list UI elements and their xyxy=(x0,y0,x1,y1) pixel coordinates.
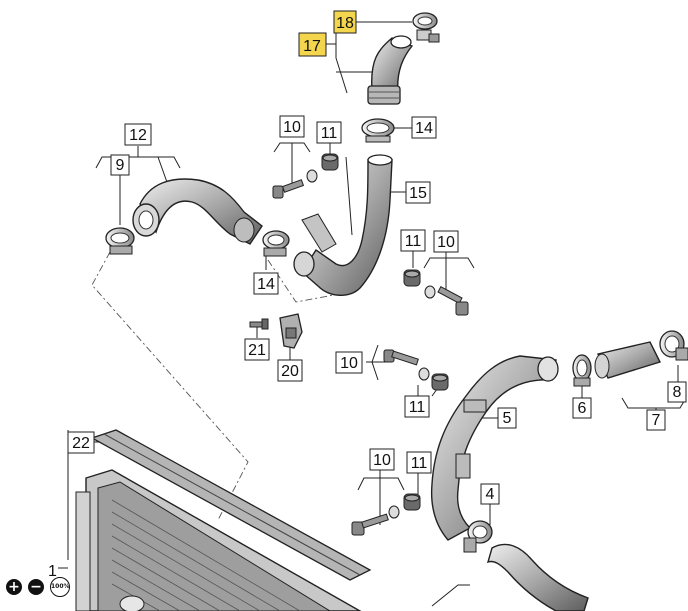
callout-20-text: 20 xyxy=(281,363,299,380)
coolant-hose-5[interactable] xyxy=(430,355,559,541)
hose-clamp-14-mid[interactable] xyxy=(262,230,290,257)
callout-1-text: 1 xyxy=(48,563,57,580)
callout-21-text: 21 xyxy=(248,342,266,359)
callout-10-middle-text: 10 xyxy=(340,355,358,372)
rubber-grommet-11-top[interactable] xyxy=(321,153,339,171)
callout-14-top[interactable]: 14 xyxy=(411,116,437,139)
rubber-grommet-11-middle[interactable] xyxy=(431,373,449,391)
callout-22-text: 22 xyxy=(72,435,90,452)
callout-1[interactable]: 1 xyxy=(48,563,57,580)
coolant-pipe-15[interactable] xyxy=(293,154,393,296)
callout-14-mid-text: 14 xyxy=(257,276,275,293)
callout-18[interactable]: 18 xyxy=(333,10,357,34)
coolant-hose-lower[interactable] xyxy=(486,543,589,611)
callout-11-lower-text: 11 xyxy=(411,455,428,472)
callout-17[interactable]: 17 xyxy=(298,32,327,57)
callout-12[interactable]: 12 xyxy=(124,123,152,146)
callout-10-lower[interactable]: 10 xyxy=(369,448,395,471)
callout-11-middle-text: 11 xyxy=(409,399,426,416)
callout-17-text: 17 xyxy=(303,38,321,55)
hose-clamp-9[interactable] xyxy=(105,227,135,255)
assembly-lines xyxy=(91,251,351,521)
callout-11-middle[interactable]: 11 xyxy=(404,395,430,418)
hose-clamp-6[interactable] xyxy=(572,354,592,387)
hose-clamp-14-top[interactable] xyxy=(361,118,395,143)
callout-11-right[interactable]: 11 xyxy=(400,229,426,252)
rubber-grommet-11-right[interactable] xyxy=(403,269,421,287)
coolant-hose-12[interactable] xyxy=(132,178,263,245)
callout-6[interactable]: 6 xyxy=(572,397,592,419)
rubber-grommet-11-lower[interactable] xyxy=(403,493,421,511)
callout-4-text: 4 xyxy=(486,486,495,503)
callout-7-text: 7 xyxy=(652,412,661,429)
callout-10-right[interactable]: 10 xyxy=(433,230,459,253)
callout-11-right-text: 11 xyxy=(405,233,422,250)
callout-15[interactable]: 15 xyxy=(405,181,431,204)
callout-8[interactable]: 8 xyxy=(667,381,687,403)
hose-clamp-4[interactable] xyxy=(463,520,493,553)
hose-clamp-8[interactable] xyxy=(659,330,688,361)
callout-11-top-text: 11 xyxy=(321,125,338,142)
callout-10-middle[interactable]: 10 xyxy=(335,351,363,374)
zoom-controls: + − 100% xyxy=(6,577,70,597)
callout-18-text: 18 xyxy=(336,15,354,32)
bolt-21[interactable] xyxy=(249,318,269,330)
callout-11-lower[interactable]: 11 xyxy=(406,451,432,474)
seal-strip-22[interactable] xyxy=(90,429,372,581)
zoom-in-button[interactable]: + xyxy=(6,579,22,595)
callout-15-text: 15 xyxy=(409,185,427,202)
callout-10-top-text: 10 xyxy=(283,119,301,136)
radiator-1[interactable] xyxy=(75,469,362,611)
callout-4[interactable]: 4 xyxy=(480,483,500,505)
bolt-10-lower[interactable] xyxy=(351,505,400,536)
bolt-10-top[interactable] xyxy=(272,169,318,199)
callout-14-top-text: 14 xyxy=(415,120,433,137)
callout-labels: 18 17 14 10 11 12 9 15 xyxy=(48,10,687,580)
callout-22[interactable]: 22 xyxy=(67,431,95,454)
hose-clamp-18[interactable] xyxy=(412,12,440,43)
callout-8-text: 8 xyxy=(673,384,682,401)
temperature-sensor-20[interactable] xyxy=(279,313,303,349)
callout-12-text: 12 xyxy=(129,127,147,144)
callout-6-text: 6 xyxy=(578,400,587,417)
callout-9-text: 9 xyxy=(116,157,125,174)
zoom-reset-button[interactable]: 100% xyxy=(50,577,70,597)
bolt-10-middle[interactable] xyxy=(383,349,430,381)
coolant-hose-17[interactable] xyxy=(367,35,414,105)
callout-7[interactable]: 7 xyxy=(646,409,666,431)
callout-10-lower-text: 10 xyxy=(373,452,391,469)
callout-10-right-text: 10 xyxy=(437,234,455,251)
coolant-hose-7[interactable] xyxy=(594,341,661,379)
zoom-out-button[interactable]: − xyxy=(28,579,44,595)
callout-21[interactable]: 21 xyxy=(244,338,270,361)
callout-11-top[interactable]: 11 xyxy=(316,121,342,144)
callout-14-mid[interactable]: 14 xyxy=(253,272,279,295)
callout-10-top[interactable]: 10 xyxy=(279,115,305,138)
callout-5[interactable]: 5 xyxy=(497,407,517,429)
bolt-10-right[interactable] xyxy=(424,285,469,316)
callout-5-text: 5 xyxy=(503,410,512,427)
callout-9[interactable]: 9 xyxy=(110,154,130,176)
callout-20[interactable]: 20 xyxy=(277,359,303,382)
